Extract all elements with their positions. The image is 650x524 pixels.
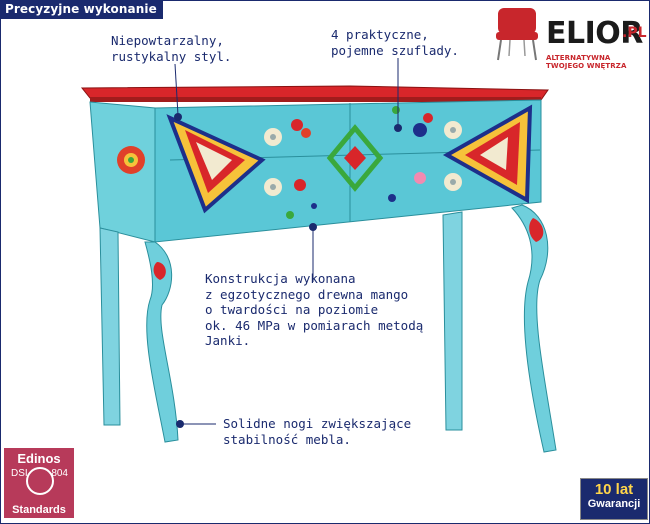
callout-style: Niepowtarzalny, rustykalny styl. — [111, 33, 232, 64]
chair-icon — [496, 8, 538, 61]
brand-tagline: ALTERNATYWNA TWOJEGO WNĘTRZA — [546, 54, 627, 70]
callout-wood: Konstrukcja wykonana z egzotycznego drew… — [205, 271, 424, 348]
callout-legs: Solidne nogi zwiększające stabilność meb… — [223, 416, 412, 447]
warranty-label: Gwarancji — [587, 498, 641, 510]
warranty-years: 10 lat — [594, 481, 634, 498]
section-label: Precyzyjne wykonanie — [0, 0, 163, 19]
edinos-code: 804 — [51, 468, 68, 479]
brand-logo: ELIOR .PL ALTERNATYWNA TWOJEGO WNĘTRZA — [488, 4, 647, 70]
warranty-badge: 10 lat Gwarancji — [580, 478, 648, 520]
brand-suffix: .PL — [622, 25, 647, 41]
edinos-dsi: DSI — [11, 468, 28, 479]
edinos-seal-icon — [26, 467, 54, 495]
callout-drawers: 4 praktyczne, pojemne szuflady. — [331, 27, 459, 58]
edinos-brand: Edinos — [17, 451, 61, 466]
brand-name: ELIOR — [546, 16, 643, 51]
edinos-badge: Edinos DSI 804 Standards — [4, 448, 74, 518]
edinos-standards: Standards — [12, 504, 66, 516]
